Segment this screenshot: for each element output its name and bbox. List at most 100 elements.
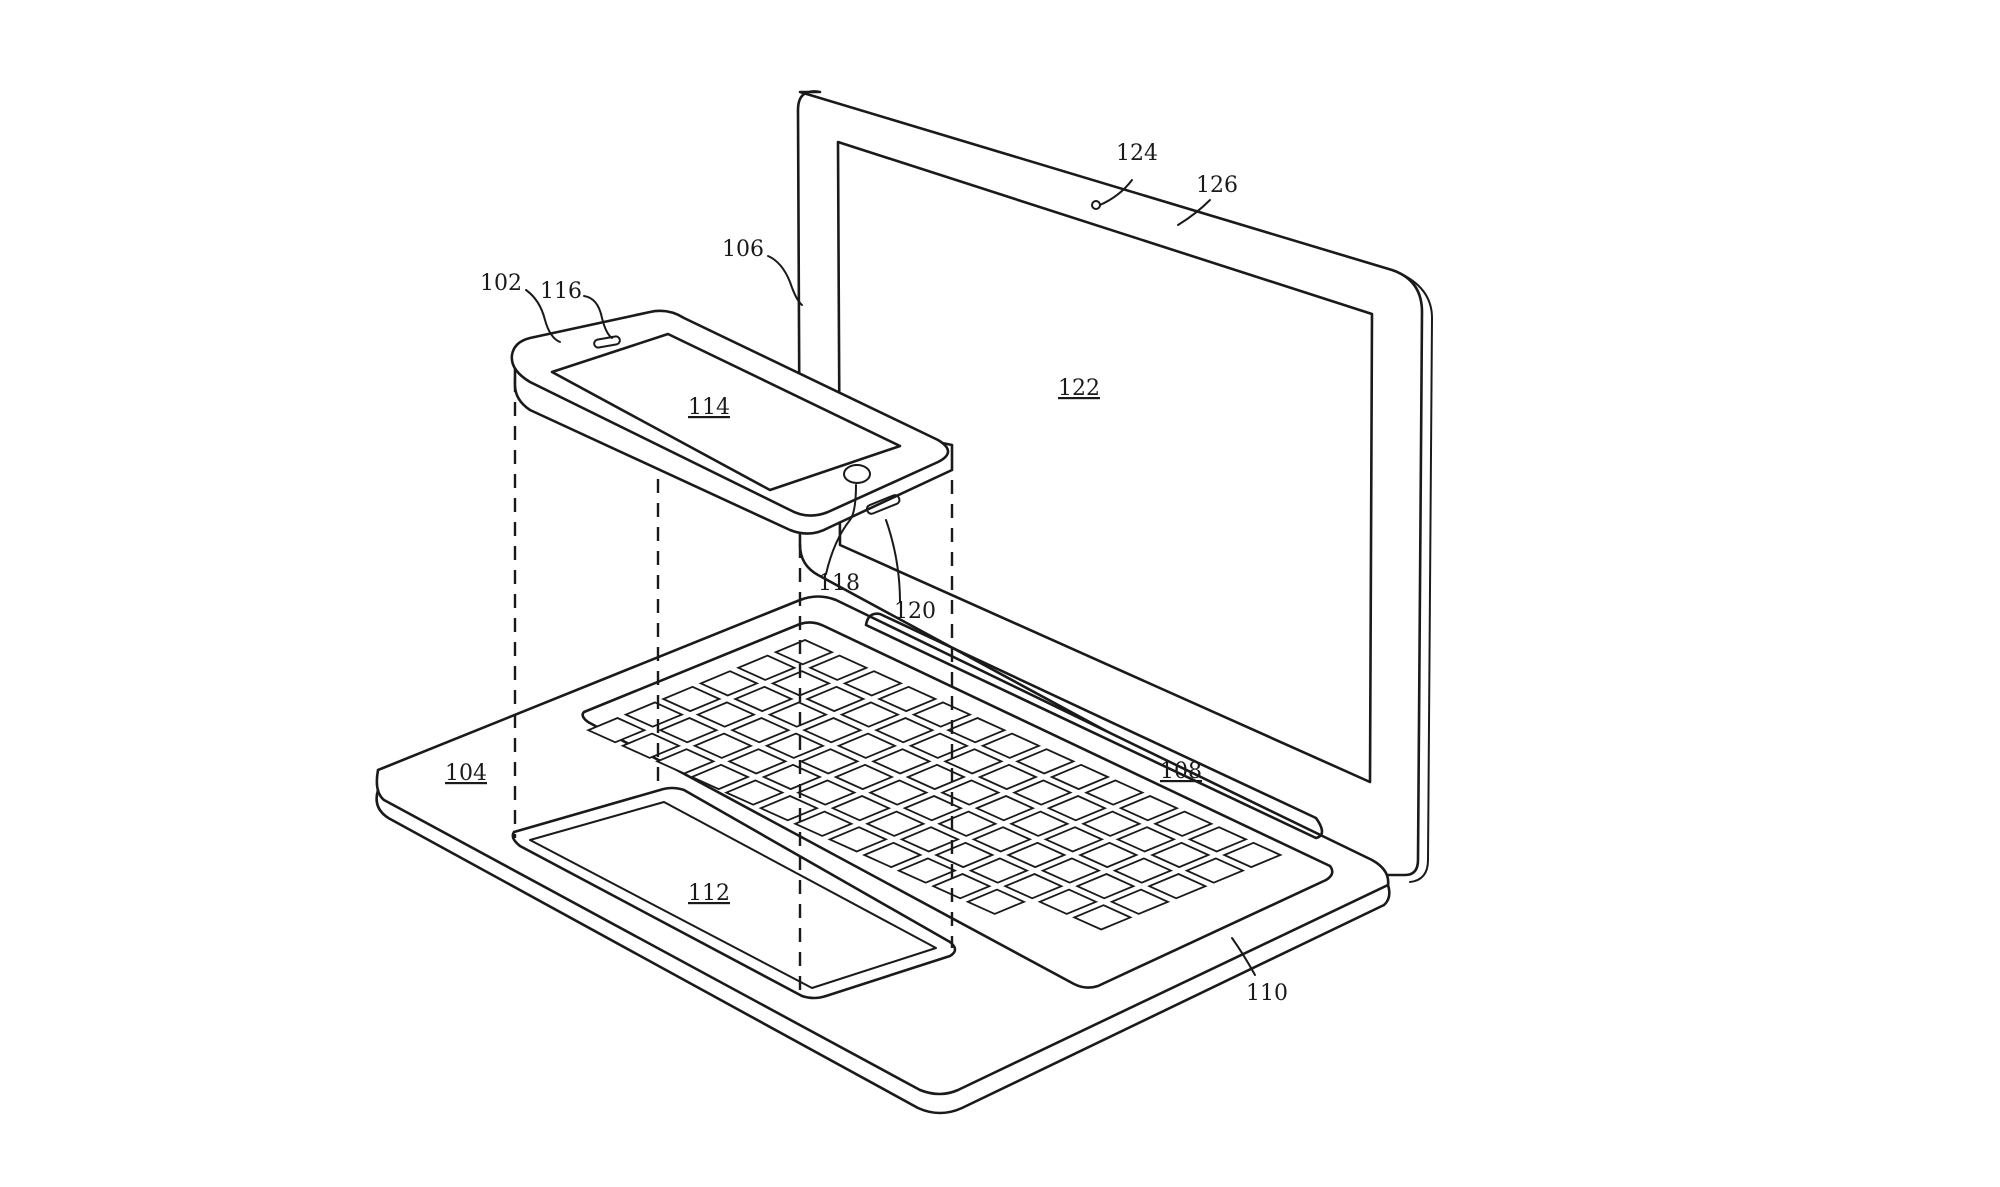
key [868,779,929,806]
key [1084,779,1145,806]
key [1109,888,1171,915]
key [1115,826,1177,853]
label-126: 126 [1196,173,1238,198]
key [724,779,785,806]
key [980,732,1042,759]
keyboard-keys [586,639,1283,931]
key [908,732,970,759]
key [764,732,826,759]
key [946,717,1007,744]
label-122: 122 [1058,376,1100,401]
key [1187,826,1249,853]
key [1150,841,1211,869]
key [1046,795,1108,822]
key [839,701,901,728]
label-124: 124 [1116,141,1158,166]
key [911,701,973,728]
key [1112,857,1174,884]
label-104: 104 [445,761,487,786]
key [736,654,797,681]
key [1081,810,1142,837]
key [896,857,958,884]
label-102: 102 [480,271,522,296]
key [833,763,895,791]
key [1078,841,1139,869]
key [836,732,898,759]
laptop-base [375,595,1391,1115]
key [1049,763,1111,791]
label-106: 106 [722,237,764,262]
key [808,654,869,681]
key [1147,873,1208,900]
key [877,685,938,713]
key [655,748,716,775]
key [899,826,961,853]
reference-numerals: 102 116 106 124 126 122 114 118 120 104 … [445,141,1288,1006]
leader-lines [525,179,1256,976]
key [1118,795,1180,822]
label-108: 108 [1160,759,1202,784]
label-110: 110 [1246,981,1288,1006]
key [940,779,1001,806]
connector-icon [865,494,901,515]
key [620,732,682,759]
key [931,873,992,900]
key [586,717,647,744]
key [695,701,757,728]
speaker-icon [593,335,621,349]
label-114: 114 [688,395,730,420]
key [865,810,926,837]
key [1072,904,1133,931]
key [658,717,719,744]
key [767,701,829,728]
key [937,810,998,837]
key [796,779,857,806]
key [1012,779,1073,806]
key [974,795,1036,822]
key [730,717,791,744]
key [1040,857,1102,884]
key [1075,873,1136,900]
key [1222,841,1283,869]
key [842,670,904,697]
projection-lines [513,378,954,996]
key [971,826,1033,853]
key [934,841,995,869]
key [761,763,823,791]
key [758,795,820,822]
key [689,763,751,791]
key [1006,841,1067,869]
key [802,717,863,744]
key [1037,888,1099,915]
key [965,888,1027,915]
key [692,732,754,759]
key [1184,857,1246,884]
key [727,748,788,775]
key [827,826,889,853]
key [905,763,967,791]
key [799,748,860,775]
label-118: 118 [818,571,860,596]
key [793,810,854,837]
smartphone [510,309,954,535]
key [1015,748,1076,775]
key [830,795,892,822]
key [661,685,722,713]
key [862,841,923,869]
key [871,748,932,775]
key [1153,810,1214,837]
home-button-icon [843,464,871,484]
label-120: 120 [894,599,936,624]
key [1043,826,1105,853]
key [968,857,1030,884]
key [805,685,866,713]
label-116: 116 [540,279,582,304]
key [698,670,760,697]
key [733,685,794,713]
key [977,763,1039,791]
key [623,701,685,728]
key [874,717,935,744]
label-112: 112 [688,881,730,906]
key [1003,873,1064,900]
